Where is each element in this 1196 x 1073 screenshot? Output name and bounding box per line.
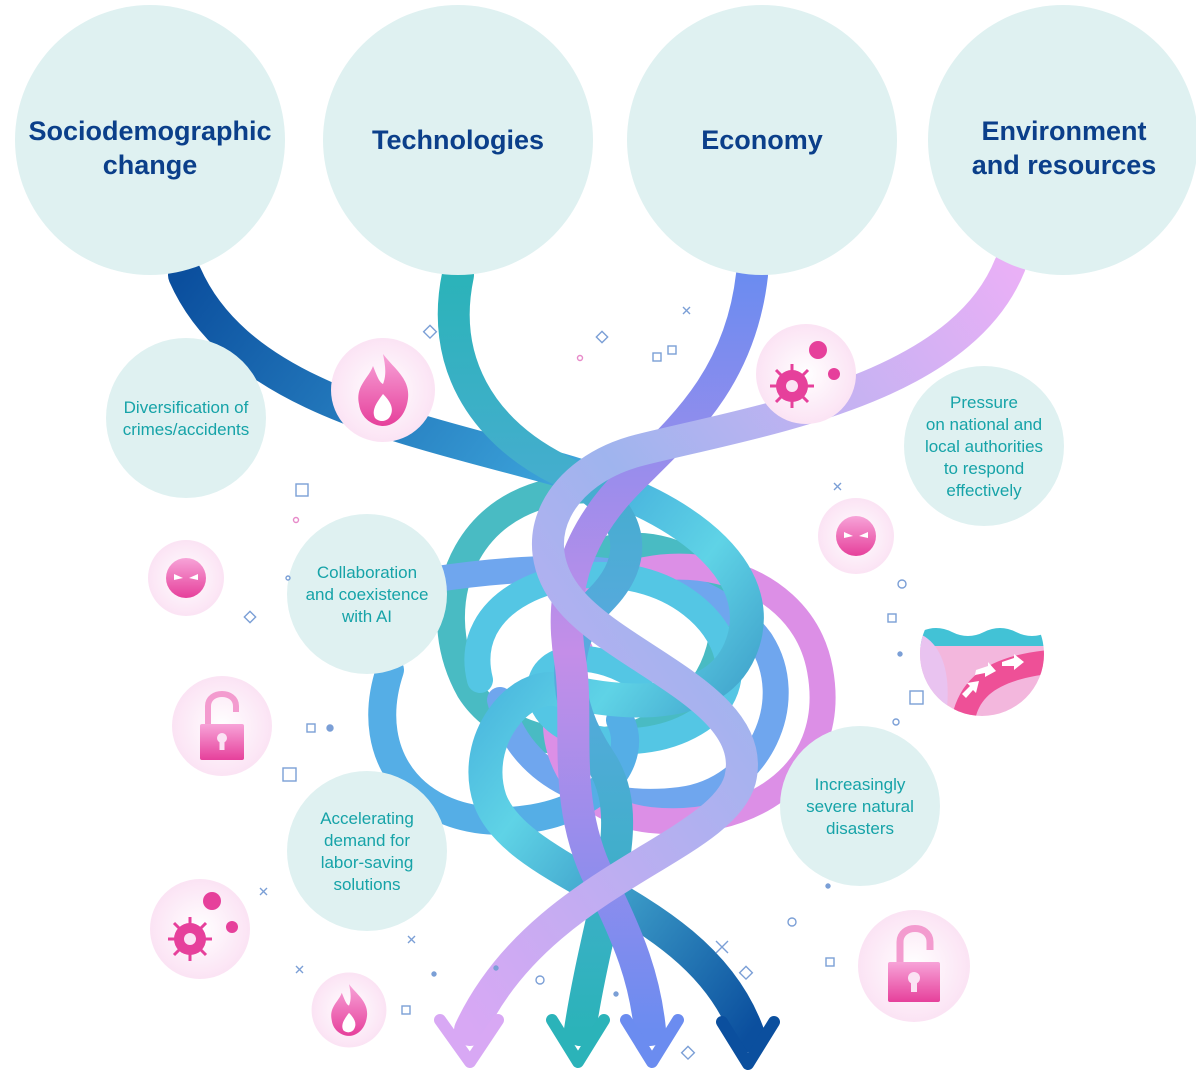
issue-circle-labor [287, 771, 447, 931]
driver-circles [15, 5, 1196, 275]
virus-icon [756, 324, 856, 424]
driver-label-technologies: Technologies [371, 125, 545, 155]
fire-icon [311, 972, 387, 1048]
issue-label-crimes: Diversification of crimes/accidents [122, 398, 250, 439]
angry-face-icon [148, 540, 224, 616]
driver-label-sociodemographic: Sociodemographic change [28, 116, 272, 180]
scatter-decorations [243, 306, 924, 1061]
unlocked-padlock-icon [858, 910, 970, 1022]
virus-icon [150, 879, 250, 979]
issue-circles [106, 338, 1064, 931]
issue-circle-collaboration [287, 514, 447, 674]
issue-circle-crimes [106, 338, 266, 498]
driver-circle-economy [627, 5, 897, 275]
arrow-head-economy [620, 1014, 684, 1068]
driver-label-economy: Economy [701, 125, 823, 155]
issue-circle-pressure [904, 366, 1064, 526]
arrow-head-technologies [546, 1014, 610, 1068]
arrow-head-environment [434, 1014, 504, 1068]
issue-circle-disasters [780, 726, 940, 886]
unlocked-padlock-icon [172, 676, 272, 776]
arrow-head-sociodemographic [716, 1016, 780, 1070]
driver-circle-sociodemographic [15, 5, 285, 275]
angry-face-icon [818, 498, 894, 574]
driver-label-environment: Environment and resources [971, 116, 1157, 180]
ribbon-technologies [437, 259, 643, 1046]
fire-icon [331, 338, 435, 442]
driver-circle-environment [928, 5, 1196, 275]
landslide-icon [920, 592, 1044, 716]
driver-circle-technologies [323, 5, 593, 275]
issue-label-labor: Accelerating demand for labor-saving sol… [320, 809, 414, 894]
issue-label-pressure: Pressure on national and local authoriti… [924, 393, 1044, 500]
issue-label-collaboration: Collaboration and coexistence with AI [305, 563, 429, 626]
issue-label-disasters: Increasingly severe natural disasters [806, 775, 914, 838]
ribbons [168, 249, 1026, 1070]
